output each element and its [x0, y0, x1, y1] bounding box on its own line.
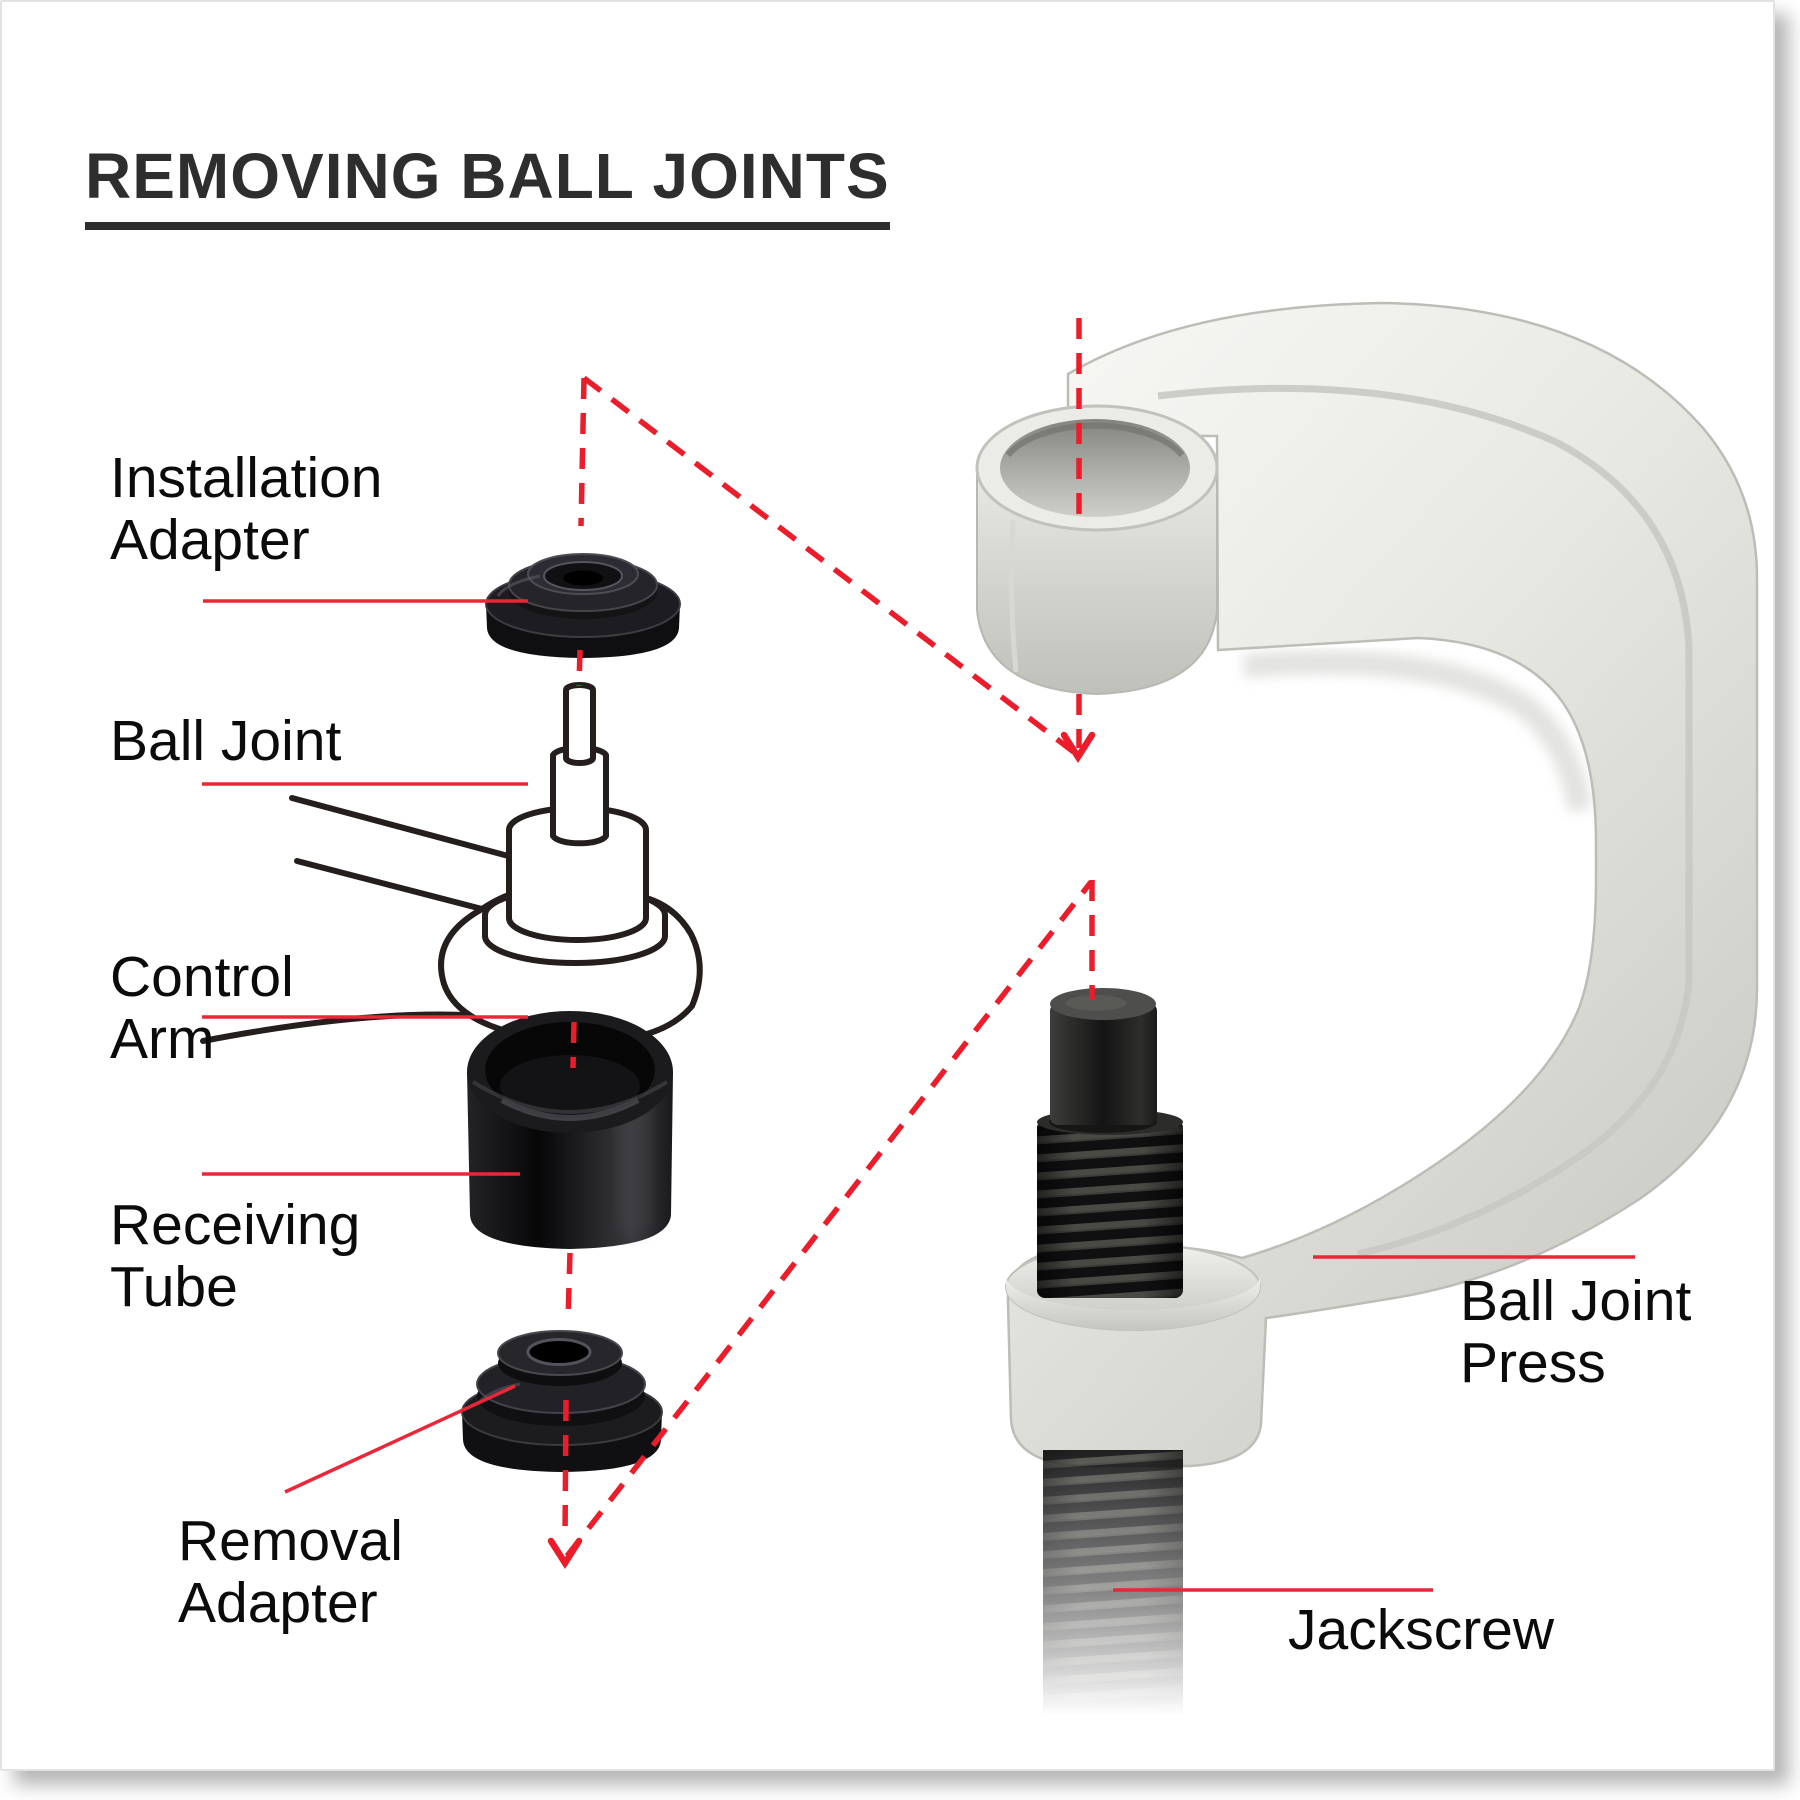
arrowhead-down-icon: [547, 1537, 583, 1570]
jackscrew-illustration: [1005, 988, 1261, 1720]
ball-joint-press-illustration: [975, 301, 1759, 1468]
arrowhead-down-icon: [1060, 731, 1096, 764]
receiving-tube-image: [467, 1011, 673, 1249]
stack-centerline-segment: [570, 1021, 577, 1069]
alignment-dashed-lines: [562, 318, 1095, 1558]
installation-adapter-image: [485, 553, 681, 658]
jackscrew-tip: [1049, 988, 1157, 1133]
stack-centerline-segment: [576, 649, 583, 687]
installation-adapter-label: Installation Adapter: [110, 446, 383, 572]
control-arm-label: Control Arm: [110, 945, 294, 1071]
press-bore: [1000, 419, 1190, 517]
dashed-line-arrowheads: [547, 731, 1096, 1570]
stack-centerline-segment: [578, 377, 587, 527]
jackscrew-label: Jackscrew: [1288, 1598, 1555, 1662]
stack-centerline-segment: [565, 1252, 573, 1321]
ball-joint-drawing: [482, 682, 668, 966]
page-title: REMOVING BALL JOINTS: [85, 142, 890, 231]
ball-joint-label: Ball Joint: [110, 709, 342, 773]
stack-centerline-segment: [562, 1399, 569, 1541]
receiving-tube-label: Receiving Tube: [110, 1193, 361, 1319]
removal-adapter-leader: [284, 1384, 516, 1494]
adapter-to-jackscrew-diagonal: [564, 880, 1094, 1558]
image-card: [0, 0, 1775, 1771]
press-top-boss: [975, 404, 1219, 696]
jackscrew-threads: [1037, 1109, 1183, 1298]
label-leader-lines: [202, 599, 1635, 1592]
ball-joint-press-label: Ball Joint Press: [1460, 1269, 1692, 1395]
removal-adapter-image: [461, 1330, 663, 1472]
removal-adapter-label: Removal Adapter: [178, 1509, 403, 1635]
